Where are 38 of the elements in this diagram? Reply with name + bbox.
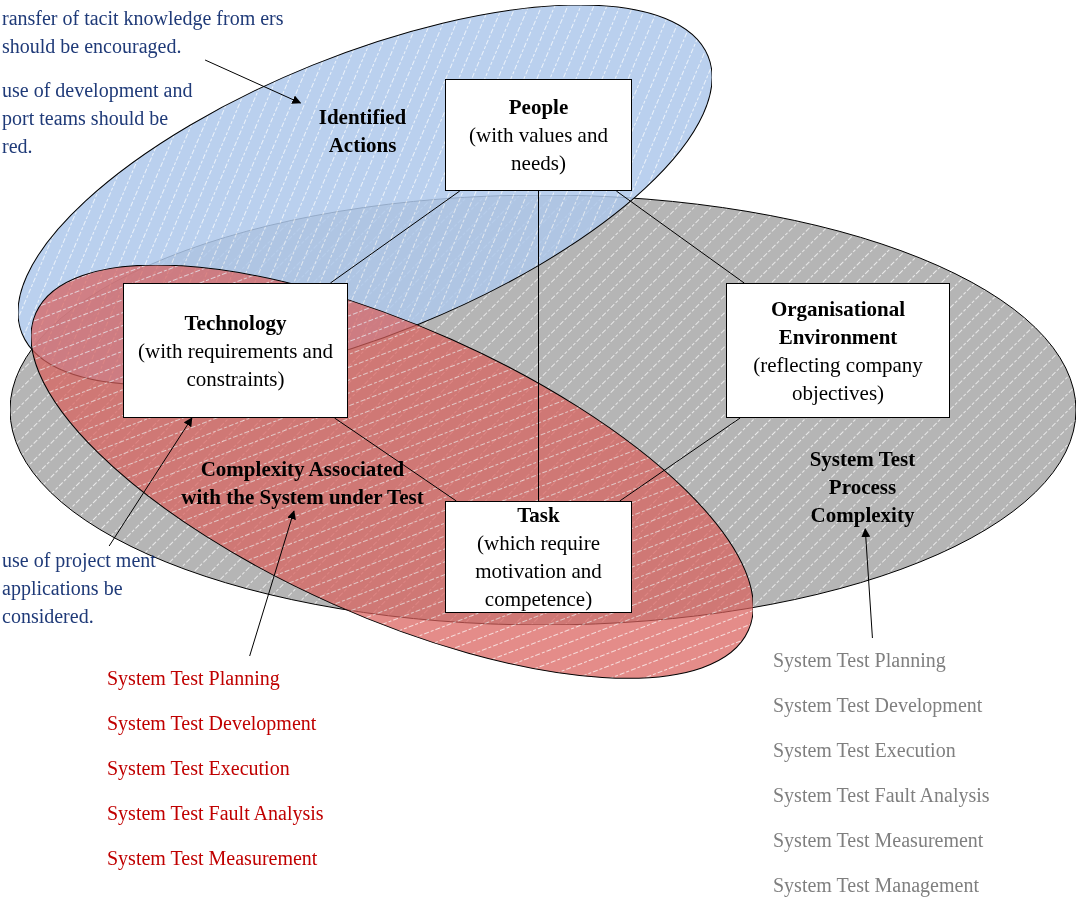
connector-line: [538, 190, 539, 502]
connector-line: [329, 190, 461, 284]
ellipse-label: System Test Process Complexity: [790, 445, 935, 529]
arrow: [108, 417, 193, 547]
list-item: System Test Management: [773, 873, 980, 899]
ellipse-label: Identified Actions: [300, 103, 425, 159]
arrow: [204, 59, 302, 104]
concept-box: [445, 501, 632, 613]
list-item: System Test Development: [107, 711, 318, 737]
box-text: (reflecting company objectives): [752, 351, 924, 407]
box-text: (with values and needs): [468, 122, 609, 177]
concept-box: [123, 283, 348, 418]
list-item: System Test Measurement: [773, 828, 985, 854]
ellipse-label: Complexity Associated with the System under Test: [180, 455, 425, 511]
list-item: System Test Measurement: [107, 846, 319, 872]
list-item: System Test Execution: [773, 738, 957, 764]
connector-line: [334, 417, 457, 502]
concept-box: [445, 79, 632, 191]
box-text: (with requirements and constraints): [137, 337, 334, 393]
list-item: System Test Fault Analysis: [107, 801, 324, 827]
note-text: ransfer of tacit knowledge from ers should be encouraged.: [2, 4, 284, 60]
box-heading: Task: [516, 502, 561, 529]
arrow: [249, 510, 296, 657]
list-item: System Test Planning: [773, 648, 947, 674]
list-item: System Test Development: [773, 693, 984, 719]
connector-line: [615, 190, 745, 284]
list-item: System Test Execution: [107, 756, 291, 782]
note-text: use of development and port teams should be red.: [2, 76, 202, 160]
list-item: System Test Fault Analysis: [773, 783, 990, 809]
connector-line: [619, 417, 741, 502]
arrow: [861, 528, 873, 639]
box-heading: People: [507, 94, 570, 121]
box-text: (which require motivation and competence): [474, 530, 603, 613]
note-text: use of project ment applications be considered.: [2, 546, 162, 630]
list-item: System Test Planning: [107, 666, 281, 692]
box-heading: Technology: [183, 309, 288, 337]
concept-box: [726, 283, 950, 418]
box-heading: Organisational Environment: [769, 295, 907, 351]
